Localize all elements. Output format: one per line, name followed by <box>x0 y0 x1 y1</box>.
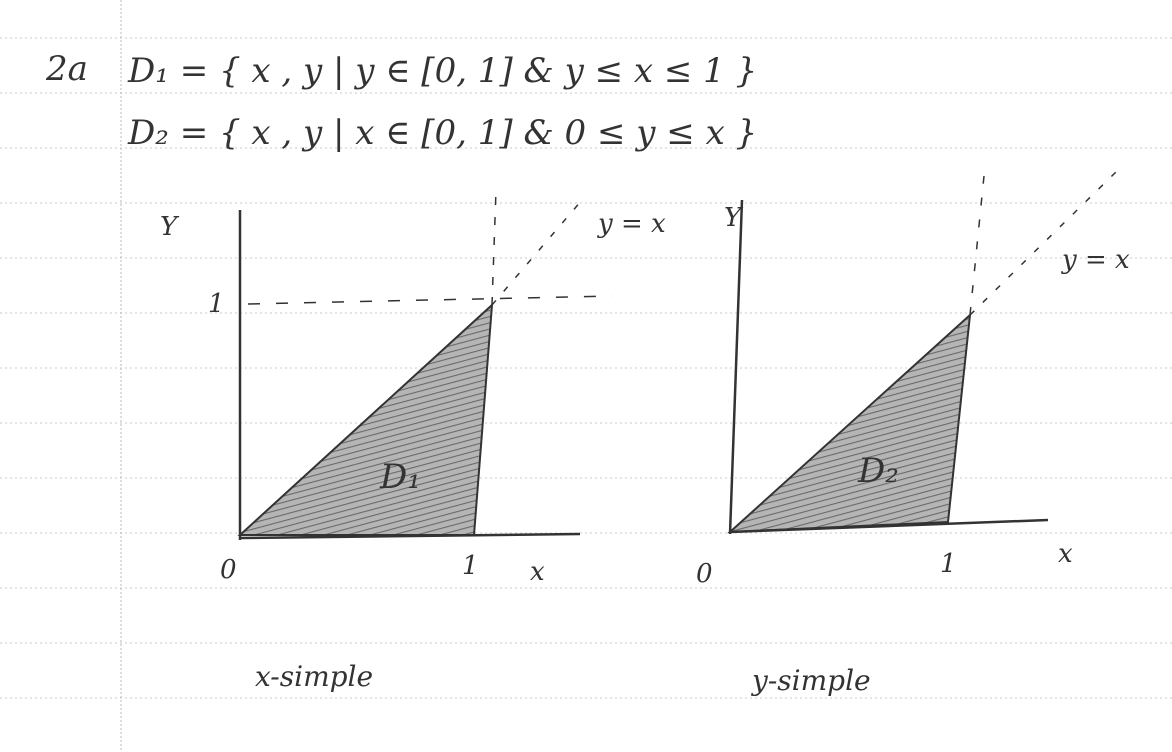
x-axis-label-left: x <box>530 557 545 587</box>
region-label-d1: D₁ <box>379 457 421 497</box>
x-equals-1-guide-right <box>969 175 985 316</box>
region-label-d2: D₂ <box>857 451 899 491</box>
line-extension-left <box>491 199 583 306</box>
line-label-right: y = x <box>1061 245 1130 275</box>
y-tick-label-left: 1 <box>208 289 225 319</box>
problem-number: 2a <box>45 49 88 89</box>
y-equals-1-guide <box>247 295 613 305</box>
domain-d2-definition: D₂ = { x , y | x ∈ [0, 1] & 0 ≤ y ≤ x } <box>127 113 757 153</box>
ruled-lines <box>0 37 1172 699</box>
caption-right: y-simple <box>750 664 871 697</box>
x-axis-right <box>729 518 1049 534</box>
origin-label-right: 0 <box>696 559 713 589</box>
line-extension-right <box>969 169 1119 316</box>
graph-x-simple: Y 1 0 1 x y = x D₁ x-simple <box>160 189 666 693</box>
y-axis-right <box>728 199 744 535</box>
x-axis-label-right: x <box>1058 539 1073 569</box>
x-axis-left <box>239 532 581 540</box>
x-tick-label-right: 1 <box>940 549 957 579</box>
x-tick-label-left: 1 <box>462 551 479 581</box>
caption-left: x-simple <box>255 660 373 693</box>
line-label-left: y = x <box>597 209 666 239</box>
y-axis-label-right: Y <box>724 203 744 233</box>
y-axis-label-left: Y <box>160 212 180 242</box>
domain-d1-definition: D₁ = { x , y | y ∈ [0, 1] & y ≤ x ≤ 1 } <box>127 51 757 91</box>
origin-label-left: 0 <box>220 555 237 585</box>
region-d1 <box>237 302 494 536</box>
x-equals-1-guide <box>491 189 497 306</box>
graph-y-simple: Y 0 1 x y = x D₂ y-simple <box>696 169 1130 697</box>
